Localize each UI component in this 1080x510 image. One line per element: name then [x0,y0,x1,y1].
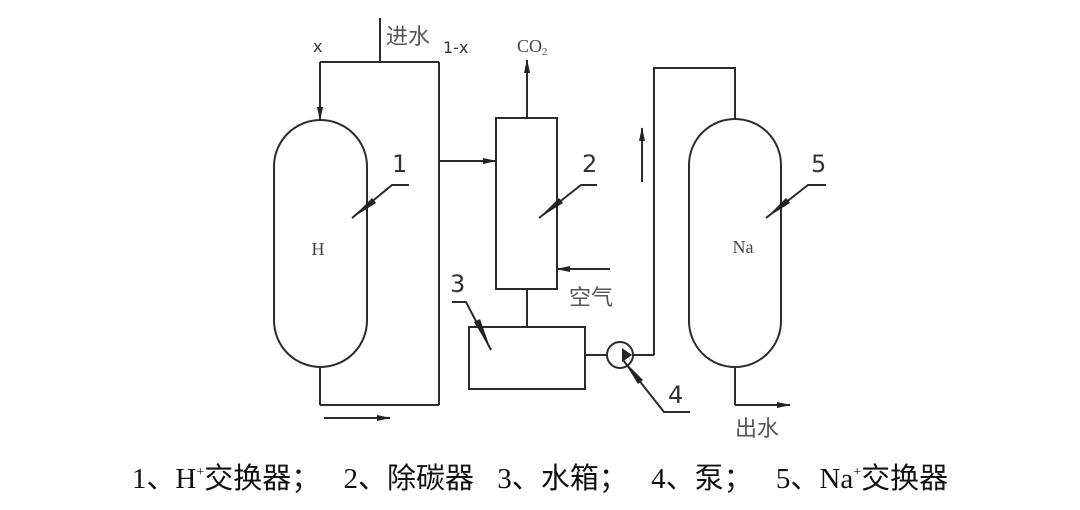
callout-5: 5 [811,150,826,178]
legend-item-1: 1、H+交换器； [131,463,321,495]
callout-3-arrowhead [474,319,491,350]
callout-2-arrowhead [539,198,563,218]
legend-caption: 1、H+交换器； 2、除碳器 3、水箱； 4、泵； 5、Na+交换器 [0,455,1080,497]
legend-item-3: 3、水箱； [497,463,628,495]
inlet-label: 进水 [386,25,430,50]
legend-item-2: 2、除碳器 [343,463,475,495]
callout-5-arrowhead [766,198,790,218]
callout-4: 4 [668,381,683,409]
na-feed-pipe [653,67,736,355]
split-x-label: x [313,37,322,56]
callout-1: 1 [392,150,407,178]
split-1x-label: 1-x [443,38,468,57]
callout-3: 3 [450,270,465,298]
outlet-label: 出水 [735,417,779,442]
air-label: 空气 [569,286,613,311]
water-tank [468,326,586,390]
co2-label: CO2 [517,36,548,58]
pump-direction-arrow [622,348,632,362]
callout-2: 2 [582,150,597,178]
legend-item-5: 5、Na+交换器 [775,463,949,495]
callout-1-arrowhead [352,198,376,218]
callout-4-arrowhead [623,360,643,384]
decarbonator-tower [495,117,558,290]
na-exchanger-label: Na [733,237,754,257]
legend-item-4: 4、泵； [651,463,753,495]
h-exchanger-label: H [312,239,325,259]
